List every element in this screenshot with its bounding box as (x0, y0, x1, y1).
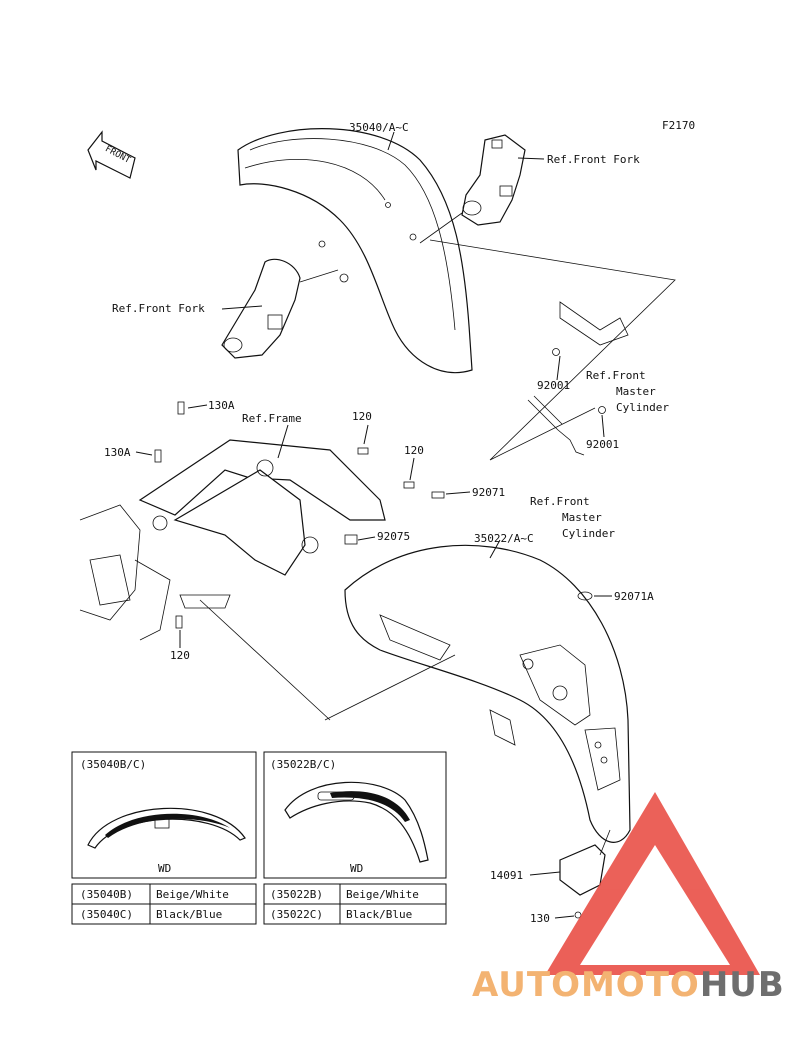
watermark-text-hub: HUB (700, 965, 785, 1005)
inset-right-row1-color: Beige/White (346, 888, 419, 901)
label-master-cyl-lower-2: Master (562, 511, 602, 524)
label-master-cyl-lower-3: Cylinder (562, 527, 615, 540)
label-master-cyl-upper-2: Master (616, 385, 656, 398)
label-rear-fender: 35022/A~C (474, 532, 534, 545)
label-130a-left: 130A (104, 446, 131, 459)
front-arrow-icon: FRONT (87, 130, 136, 179)
front-fork-left (221, 258, 301, 359)
label-92075: 92075 (377, 530, 410, 543)
master-cylinder-bracket-upper (552, 301, 629, 356)
label-ref-front-fork-left: Ref.Front Fork (112, 302, 205, 315)
inset-right-row2-color: Black/Blue (346, 908, 412, 921)
inset-left-title: (35040B/C) (80, 758, 146, 771)
inset-left-row1-color: Beige/White (156, 888, 229, 901)
inset-left-row2-color: Black/Blue (156, 908, 222, 921)
front-fender (237, 128, 473, 374)
label-92071a: 92071A (614, 590, 654, 603)
inset-rear-fender-color: (35022B/C) WD (35022B) Beige/White (3502… (263, 751, 447, 925)
inset-right-caption: WD (350, 862, 363, 875)
watermark-logo: AUTOMOTOHUB (472, 792, 785, 1005)
label-master-cyl-lower-1: Ref.Front (530, 495, 590, 508)
inset-left-row1-code: (35040B) (80, 888, 133, 901)
inset-right-title: (35022B/C) (270, 758, 336, 771)
label-14091: 14091 (490, 869, 523, 882)
label-92071: 92071 (472, 486, 505, 499)
leader-lines (135, 131, 676, 919)
rear-frame (79, 439, 386, 641)
diagram-code: F2170 (662, 119, 695, 132)
label-92001-lower: 92001 (586, 438, 619, 451)
front-fork-right (461, 134, 526, 226)
master-cylinder-bracket-lower (527, 395, 606, 456)
label-130a-upper: 130A (208, 399, 235, 412)
label-ref-front-fork-right: Ref.Front Fork (547, 153, 640, 166)
label-130: 130 (530, 912, 550, 925)
label-120-upper: 120 (352, 410, 372, 423)
label-master-cyl-upper-3: Cylinder (616, 401, 669, 414)
label-92001-upper: 92001 (537, 379, 570, 392)
hardware (154, 401, 593, 629)
watermark-text-automoto: AUTOMOTO (472, 965, 700, 1005)
label-master-cyl-upper-1: Ref.Front (586, 369, 646, 382)
rear-fender (344, 544, 631, 843)
inset-right-row2-code: (35022C) (270, 908, 323, 921)
label-120-lower: 120 (170, 649, 190, 662)
inset-left-row2-code: (35040C) (80, 908, 133, 921)
callout-labels: 35040/A~C Ref.Front Fork Ref.Front Fork … (104, 121, 669, 925)
label-front-fender: 35040/A~C (349, 121, 409, 134)
label-120-mid: 120 (404, 444, 424, 457)
svg-text:AUTOMOTOHUB: AUTOMOTOHUB (472, 965, 785, 1005)
inset-front-fender-color: (35040B/C) WD (35040B) Beige/White (3504… (71, 751, 257, 925)
label-ref-frame: Ref.Frame (242, 412, 302, 425)
watermark-triangle-icon (545, 792, 760, 975)
inset-left-caption: WD (158, 862, 171, 875)
inset-right-row1-code: (35022B) (270, 888, 323, 901)
